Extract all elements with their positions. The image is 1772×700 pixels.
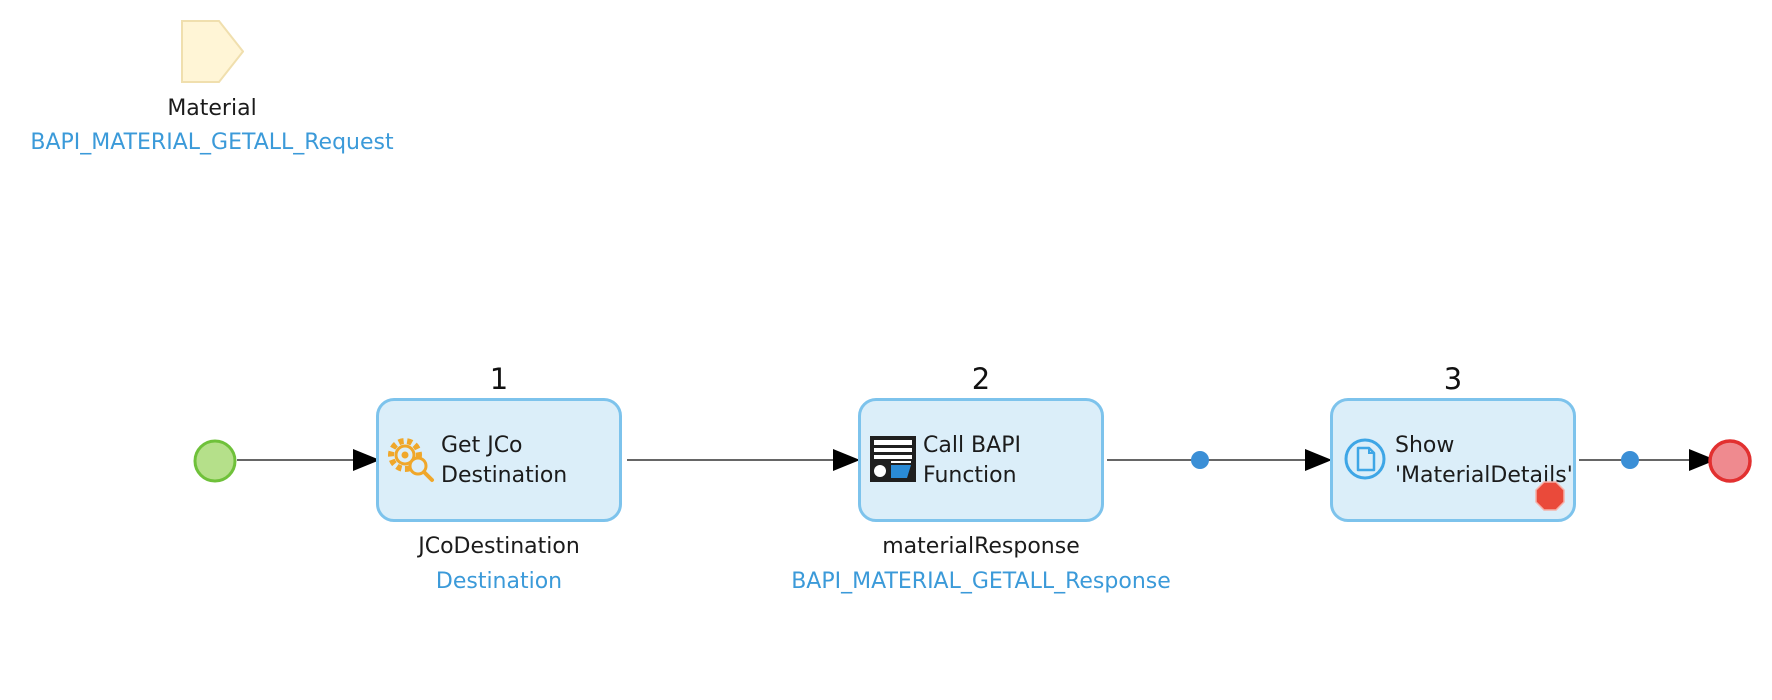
sap-function-icon — [870, 436, 916, 482]
flow-arrow-icon — [1305, 449, 1332, 471]
activity-call-bapi-function[interactable]: Call BAPI Function — [858, 398, 1104, 522]
merge-dot — [1191, 451, 1209, 469]
output-variable-type: BAPI_MATERIAL_GETALL_Response — [791, 569, 1171, 594]
activity-show-page[interactable]: Show 'MaterialDetails' — [1330, 398, 1576, 522]
activity-get-jco-destination[interactable]: Get JCo Destination — [376, 398, 622, 522]
output-variable-type: Destination — [435, 569, 563, 594]
parameter-type: BAPI_MATERIAL_GETALL_Request — [30, 130, 394, 155]
end-event-circle — [1708, 439, 1752, 483]
step-number-3: 3 — [1443, 362, 1463, 396]
flow-arrow-icon — [833, 449, 860, 471]
flow-arrow-icon — [1689, 449, 1716, 471]
show-page-icon — [1344, 438, 1386, 480]
parameter-pentagon-icon — [181, 20, 244, 83]
activity-label: Call BAPI Function — [923, 433, 1021, 488]
parameter-name: Material — [167, 96, 257, 121]
output-variable-name: materialResponse — [882, 534, 1080, 559]
output-variable-name: JCoDestination — [418, 534, 580, 559]
step-number-2: 2 — [971, 362, 991, 396]
start-event-circle — [193, 439, 237, 483]
flow-arrow-icon — [353, 449, 380, 471]
activity-label: Get JCo Destination — [441, 433, 568, 488]
gears-search-icon — [388, 438, 434, 482]
step-number-1: 1 — [489, 362, 509, 396]
input-parameter[interactable]: Material BAPI_MATERIAL_GETALL_Request — [0, 0, 420, 160]
merge-dot — [1621, 451, 1639, 469]
error-octagon-icon[interactable] — [1535, 481, 1565, 511]
